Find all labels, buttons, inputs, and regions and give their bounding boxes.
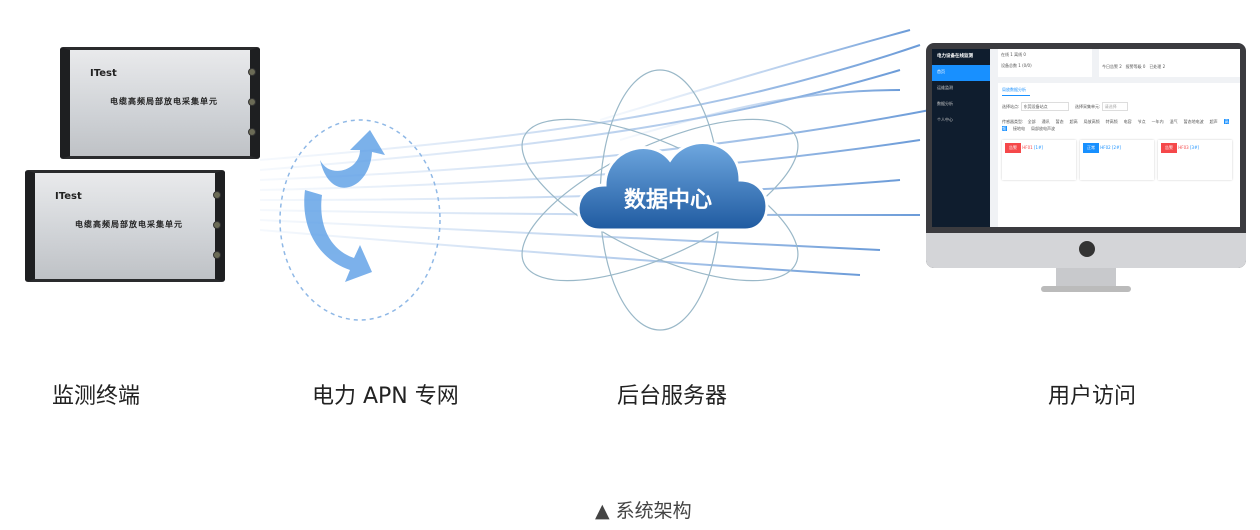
network-flow-graphic: 数据中心 <box>259 29 931 331</box>
tab-pd-analysis[interactable]: 局放数据分析 <box>1002 87 1030 96</box>
sensor-type-option[interactable]: 电容 <box>1123 119 1132 124</box>
sidebar-item-profile[interactable]: 个人中心 <box>937 117 953 122</box>
card-id: HF01 <box>1022 145 1033 150</box>
offline-count: 离线 0 <box>1014 52 1026 57</box>
device-brand: ITest <box>55 191 82 202</box>
monitoring-device: ITest 电缆高频局部放电采集单元 <box>60 47 260 159</box>
sensor-type-option[interactable]: 超声 <box>1209 119 1218 124</box>
sensor-type-option[interactable]: 接地电 <box>1013 126 1025 131</box>
apn-cycle-arrow-icon <box>304 130 385 282</box>
sensor-type-option[interactable]: 暂态 <box>1055 119 1064 124</box>
monitoring-device: ITest 电缆高频局部放电采集单元 <box>25 170 225 282</box>
card-tag: [3#] <box>1189 145 1199 150</box>
online-count: 在线 1 <box>1001 52 1013 57</box>
label-server: 后台服务器 <box>617 384 728 409</box>
cloud-label: 数据中心 <box>624 187 712 213</box>
sensor-type-option[interactable]: 暂态地电波 <box>1183 119 1204 124</box>
triangle-up-icon: ▲ <box>595 500 610 522</box>
sensor-type-option[interactable]: 节点 <box>1137 119 1146 124</box>
device-brand: ITest <box>90 68 117 79</box>
sensor-type-option[interactable]: 局部放电声波 <box>1031 126 1055 131</box>
label-user: 用户访问 <box>1048 384 1137 409</box>
station-label: 选择站点: <box>1002 104 1020 109</box>
device-total: 设备总数 1 (0/0) <box>1001 63 1032 68</box>
device-card[interactable]: 正常 HF02 [2#] <box>1080 140 1154 180</box>
card-tag: [1#] <box>1033 145 1043 150</box>
caption: ▲ 系统架构 <box>595 496 692 523</box>
sensor-type-filter: 传感器类型: 全部通讯暂态超高局放高频特高频电容节点一年内温气暂态地电波超声高频… <box>1002 118 1236 132</box>
device-name: 电缆高频局部放电采集单元 <box>110 97 218 106</box>
sensor-type-option[interactable]: 超高 <box>1069 119 1078 124</box>
sensor-type-option[interactable]: 全部 <box>1027 119 1036 124</box>
alarm-level: 报警等级 0 <box>1125 64 1146 69</box>
sidebar-item-ops[interactable]: 运维监测 <box>937 85 953 90</box>
unit-label: 选择采集单元: <box>1075 104 1101 109</box>
card-tag: [2#] <box>1111 145 1121 150</box>
station-select[interactable]: 东莞设备站点 <box>1020 102 1069 111</box>
app-title: 电力设备在线监测 <box>937 54 973 59</box>
card-id: HF02 <box>1100 145 1111 150</box>
alarm-today: 今日告警 2 <box>1102 64 1122 69</box>
device-card[interactable]: 告警 HF03 [3#] <box>1158 140 1232 180</box>
card-id: HF03 <box>1178 145 1189 150</box>
label-terminal: 监测终端 <box>52 384 141 409</box>
user-monitor: 电力设备在线监测 首页 运维监测 数据分析 个人中心 在线 1 离线 0 设备总… <box>926 43 1246 292</box>
type-label: 传感器类型: <box>1002 119 1024 124</box>
caption-text: 系统架构 <box>615 500 692 522</box>
handled-count: 已处理 2 <box>1149 64 1166 69</box>
sensor-type-option[interactable]: 局放高频 <box>1083 119 1100 124</box>
label-apn: 电力 APN 专网 <box>312 384 459 409</box>
sensor-type-option[interactable]: 温气 <box>1169 119 1178 124</box>
sensor-type-option[interactable]: 一年内 <box>1151 119 1164 124</box>
status-badge: 告警 <box>1005 143 1021 153</box>
sensor-type-option[interactable]: 特高频 <box>1105 119 1118 124</box>
sidebar-item-analysis[interactable]: 数据分析 <box>937 101 953 106</box>
device-card[interactable]: 告警 HF01 [1#] <box>1002 140 1076 180</box>
cloud-icon <box>576 141 769 232</box>
unit-select[interactable]: 请选择 <box>1101 102 1128 111</box>
status-badge: 告警 <box>1161 143 1177 153</box>
monitoring-app-screen: 电力设备在线监测 首页 运维监测 数据分析 个人中心 在线 1 离线 0 设备总… <box>932 49 1240 227</box>
sidebar: 电力设备在线监测 首页 运维监测 数据分析 个人中心 <box>932 49 990 227</box>
power-button-icon <box>1079 241 1095 257</box>
device-name: 电缆高频局部放电采集单元 <box>75 220 183 229</box>
status-badge: 正常 <box>1083 143 1099 153</box>
sidebar-item-home[interactable]: 首页 <box>932 65 990 81</box>
sensor-type-option[interactable]: 通讯 <box>1041 119 1050 124</box>
